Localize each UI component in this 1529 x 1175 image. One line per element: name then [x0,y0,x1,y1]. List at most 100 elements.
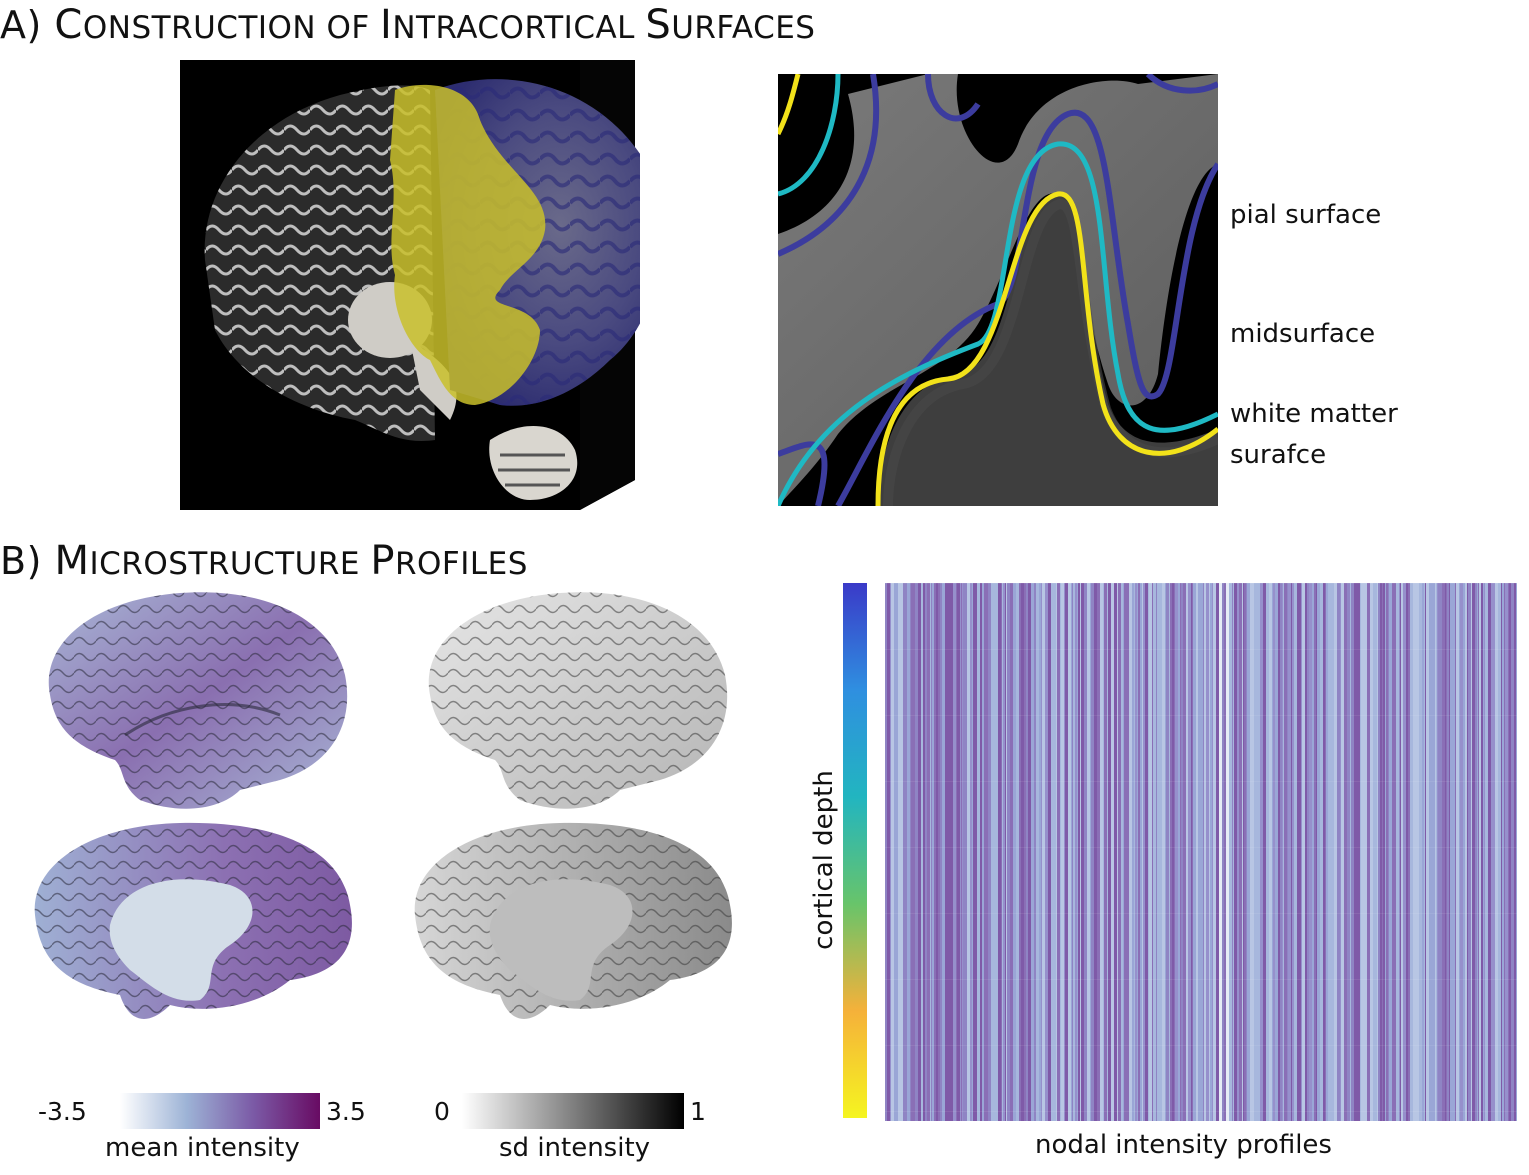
heatmap-stripe [1039,583,1041,1121]
heatmap-stripe [1475,583,1477,1121]
heatmap-stripe [1373,583,1374,1121]
heatmap-stripe [1437,583,1438,1121]
heatmap-stripe [1204,583,1206,1121]
heatmap-band [885,583,1517,584]
heatmap-stripe [1153,583,1156,1121]
heatmap-stripe [993,583,995,1121]
heatmap-stripe [914,583,915,1121]
heatmap-stripe [1408,583,1410,1121]
heatmap-stripe [1378,583,1380,1121]
panel-b-heading: B) Microstructure Profiles [0,538,528,584]
sd-medial-surface [414,822,732,1019]
heatmap-band [885,1111,1517,1112]
heatmap-stripe [925,583,927,1121]
heatmap-stripe [1509,583,1511,1121]
heatmap-stripe [1262,583,1263,1121]
heatmap-stripe [1117,583,1118,1121]
heatmap-stripe [1137,583,1138,1121]
heatmap-stripe [1317,583,1320,1121]
heatmap-stripe [1377,583,1378,1121]
heatmap-stripe [1209,583,1210,1121]
heatmap-stripe [1250,583,1252,1121]
heatmap-stripe [1057,583,1060,1121]
heatmap-stripe [1056,583,1057,1121]
heatmap-stripe [985,583,988,1121]
heatmap-stripe [1197,583,1198,1121]
heatmap-stripe [966,583,967,1121]
heatmap-stripe [1260,583,1262,1121]
heatmap-stripe [885,583,887,1121]
heatmap-stripe [901,583,903,1121]
heatmap-stripe [1229,583,1232,1121]
heatmap-stripe [1021,583,1024,1121]
heatmap-stripe [1170,583,1172,1121]
heatmap-stripe [1065,583,1068,1121]
sd-scale-max-label: 1 [690,1097,706,1126]
heatmap-stripe [1237,583,1239,1121]
heatmap-stripe [1432,583,1435,1121]
heatmap-stripe [1269,583,1272,1121]
heatmap-stripe [1080,583,1081,1121]
heatmap-stripe [1477,583,1478,1121]
heatmap-stripe [1347,583,1350,1121]
heatmap-stripe [1511,583,1514,1121]
heatmap-stripe [1294,583,1297,1121]
heatmap-stripe [907,583,910,1121]
heatmap-stripe [1129,583,1132,1121]
heatmap-stripe [970,583,972,1121]
heatmap-stripe [1422,583,1424,1121]
heatmap-stripe [1370,583,1373,1121]
heatmap-stripe [981,583,982,1121]
heatmap-stripe [1121,583,1123,1121]
heatmap-stripe [1350,583,1351,1121]
heatmap-stripe [931,583,932,1121]
heatmap-stripe [1036,583,1039,1121]
heatmap-stripe [1325,583,1326,1121]
heatmap-stripe [1287,583,1288,1121]
heatmap-stripe [1134,583,1135,1121]
heatmap-stripe [1083,583,1084,1121]
heatmap-stripe [1491,583,1492,1121]
heatmap-stripe [1188,583,1191,1121]
heatmap-stripe [1354,583,1356,1121]
heatmap-stripe [1216,583,1219,1121]
heatmap-stripe [962,583,963,1121]
heatmap-stripe [1459,583,1460,1121]
heatmap-stripe [891,583,894,1121]
heatmap-stripe [1201,583,1203,1121]
heatmap-stripe [997,583,998,1121]
heatmap-stripe [1181,583,1183,1121]
heatmap-stripe [934,583,936,1121]
heatmap-stripe [1413,583,1415,1121]
heatmap-stripe [1107,583,1108,1121]
heatmap-stripe [1126,583,1129,1121]
heatmap-stripe [1003,583,1005,1121]
heatmap-stripe [980,583,981,1121]
heatmap-stripe [1183,583,1186,1121]
heatmap-stripe [1042,583,1045,1121]
panel-b-rest-1: icrostructure [89,546,371,582]
heatmap-stripe [1246,583,1247,1121]
panel-a-cap-1: C [54,2,83,48]
heatmap-stripe [1421,583,1422,1121]
heatmap-stripe [1450,583,1452,1121]
heatmap-stripe [1479,583,1481,1121]
heatmap-stripe [960,583,961,1121]
heatmap-stripe [1053,583,1056,1121]
heatmap-stripe [1104,583,1107,1121]
heatmap-stripe [1367,583,1370,1121]
heatmap-stripe [1291,583,1292,1121]
heatmap-stripe [1447,583,1449,1121]
heatmap-stripe [1320,583,1323,1121]
heatmap-stripe [1007,583,1010,1121]
heatmap-stripe [1297,583,1298,1121]
heatmap-stripe [967,583,970,1121]
heatmap-stripe [1010,583,1013,1121]
sd-scale-min-label: 0 [434,1097,450,1126]
panel-a-rest-3: urfaces [671,10,816,46]
heatmap-stripe [977,583,980,1121]
heatmap-stripe [1449,583,1450,1121]
heatmap-stripe [1090,583,1091,1121]
heatmap-stripe [1305,583,1307,1121]
heatmap-stripe [953,583,956,1121]
